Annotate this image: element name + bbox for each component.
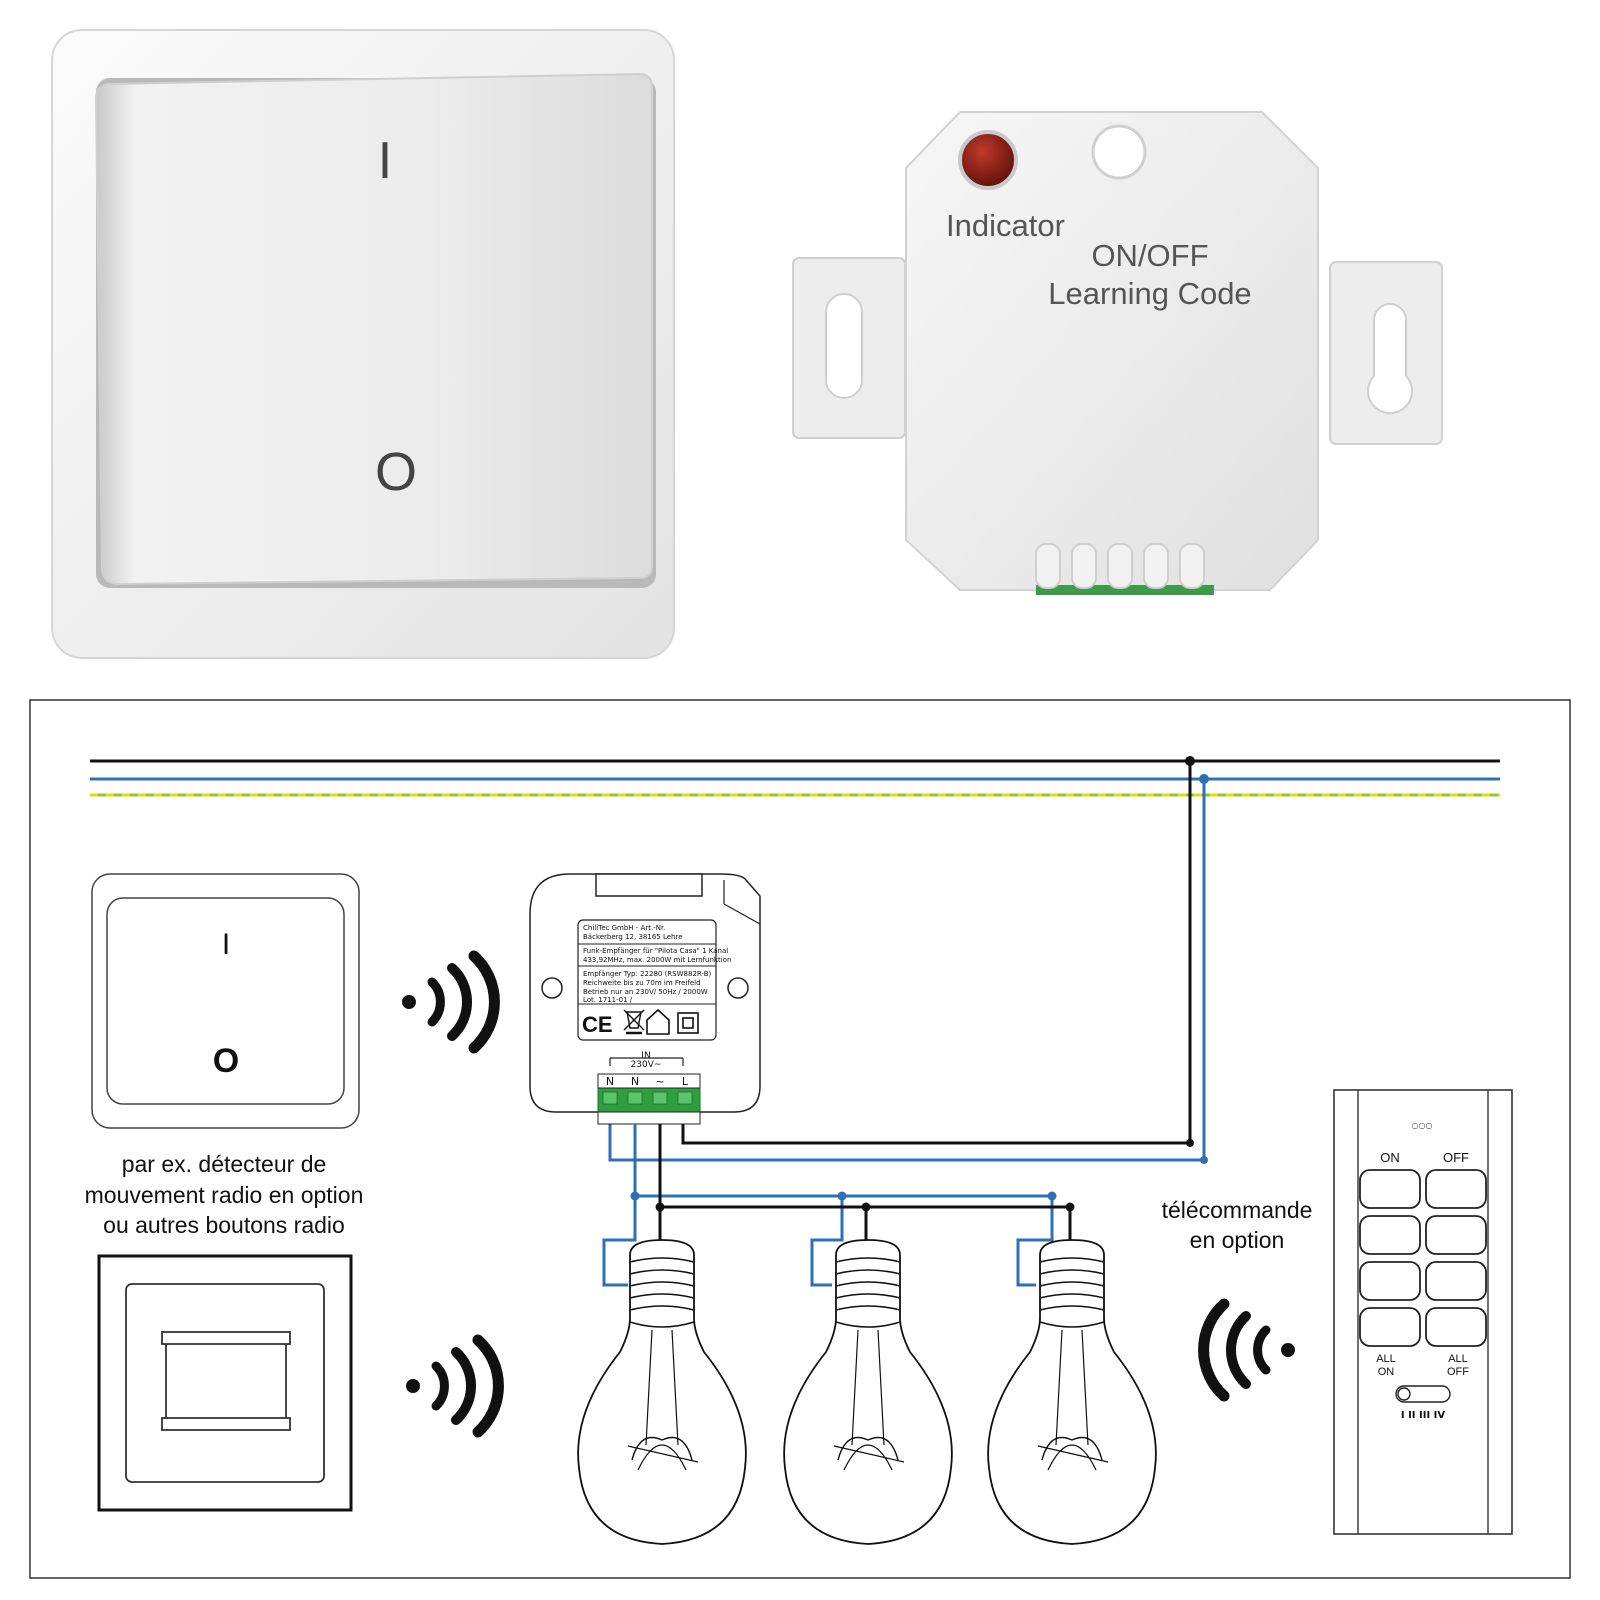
terminal-strip-photo <box>1036 585 1214 595</box>
weee-bin-icon <box>623 1009 645 1035</box>
wireless-signal-icon <box>1198 1298 1295 1402</box>
remote-button-all-off[interactable] <box>1425 1307 1487 1347</box>
indicator-label: Indicator <box>946 208 1065 243</box>
switch-off-mark: O <box>375 442 417 502</box>
diagram-frame <box>29 699 1571 1579</box>
label-line-1: ChiliTec GmbH - Art.-Nr. <box>583 924 665 932</box>
remote-all-off-label-1: ALL <box>1448 1353 1468 1365</box>
input-label: IN <box>641 1051 650 1061</box>
remote-button-off-1[interactable] <box>1425 1169 1487 1209</box>
product-label <box>577 919 717 1041</box>
terminal-load: ~ <box>655 1075 664 1088</box>
remote-all-off-label-2: OFF <box>1447 1366 1469 1378</box>
receiver-photo: Indicator ON/OFF Learning Code <box>792 111 1443 595</box>
wall-switch-photo: I O <box>51 29 675 659</box>
learning-code-label: Learning Code <box>1048 276 1251 311</box>
mains-wires <box>90 756 1500 797</box>
caption-right-line-2: en option <box>1190 1227 1285 1253</box>
switch-diagram-off-mark: O <box>213 1042 239 1080</box>
label-line-4: 433,92MHz, max. 2000W mit Lernfunktion <box>583 956 731 964</box>
wireless-signal-icon <box>402 950 500 1054</box>
remote-slider-knob[interactable] <box>1397 1387 1411 1401</box>
caption-left-line-2: mouvement radio en option <box>85 1182 364 1208</box>
indoor-use-house-icon <box>646 1008 670 1035</box>
remote-button-on-2[interactable] <box>1359 1215 1421 1255</box>
mount-hole-right <box>727 977 749 999</box>
motion-sensor-diagram <box>97 1254 353 1512</box>
remote-button-on-3[interactable] <box>1359 1261 1421 1301</box>
light-bulb-icon <box>577 1239 747 1545</box>
caption-left-line-1: par ex. détecteur de <box>122 1151 327 1177</box>
label-line-7: Betrieb nur an 230V/ 50Hz / 2000W <box>583 988 708 996</box>
voltage-label: 230V~ <box>631 1060 662 1070</box>
remote-all-on-label-1: ALL <box>1376 1353 1396 1365</box>
remote-body <box>1333 1089 1513 1535</box>
mounting-tab-right <box>1329 261 1443 445</box>
label-line-3: Funk-Empfänger für "Pilota Casa" 1 Kanal <box>583 947 728 955</box>
terminal-l: L <box>682 1075 689 1088</box>
remote-button-all-on[interactable] <box>1359 1307 1421 1347</box>
label-line-5: Empfänger Typ: 22280 (RSW882R-B) <box>583 970 712 978</box>
remote-channel-slider[interactable] <box>1395 1385 1451 1403</box>
feed-wires <box>608 761 1208 1164</box>
learning-button[interactable] <box>1091 124 1147 180</box>
remote-button-on-1[interactable] <box>1359 1169 1421 1209</box>
switch-diagram-rocker <box>106 897 345 1105</box>
caption-right-line-1: télécommande <box>1162 1197 1313 1223</box>
terminal-n2: N <box>631 1075 639 1088</box>
mount-hole-left <box>541 977 563 999</box>
receiver-diagram: ChiliTec GmbH - Art.-Nr. Bäckerberg 12, … <box>529 873 761 1125</box>
terminal-slots <box>1035 543 1205 589</box>
remote-all-on-label-2: ON <box>1378 1366 1395 1378</box>
switch-diagram-on-mark: I <box>222 928 230 961</box>
light-bulb-icon <box>987 1239 1157 1545</box>
label-line-8: Lot. 1711-01 / <box>583 996 633 1004</box>
remote-channel-marks: I II III IV <box>1401 1410 1445 1421</box>
onoff-label: ON/OFF <box>1091 238 1208 273</box>
remote-button-off-2[interactable] <box>1425 1215 1487 1255</box>
ce-mark: CE <box>582 1012 613 1037</box>
motion-sensor-lens <box>165 1337 287 1425</box>
caption-left-line-3: ou autres boutons radio <box>103 1212 345 1238</box>
indicator-led <box>958 130 1018 190</box>
switch-on-mark: I <box>378 132 392 190</box>
wireless-signal-icon <box>406 1340 498 1432</box>
switch-rocker <box>94 72 653 586</box>
remote-off-label: OFF <box>1443 1150 1469 1165</box>
remote-led-dots: ○○○ <box>1412 1121 1433 1130</box>
remote-control-diagram: ○○○ ON OFF ALL ON ALL OFF I II III IV <box>1333 1089 1513 1535</box>
label-line-2: Bäckerberg 12, 38165 Lehre <box>583 933 683 941</box>
double-insulation-icon <box>677 1012 699 1034</box>
remote-button-off-3[interactable] <box>1425 1261 1487 1301</box>
remote-on-label: ON <box>1380 1150 1400 1165</box>
wireless-switch-diagram: I O <box>91 873 360 1129</box>
label-line-6: Reichweite bis zu 70m im Freifeld <box>583 979 701 987</box>
terminal-n1: N <box>606 1075 614 1088</box>
receiver-body <box>905 111 1319 591</box>
light-bulb-icon <box>783 1239 953 1545</box>
mounting-tab-left <box>792 257 906 439</box>
